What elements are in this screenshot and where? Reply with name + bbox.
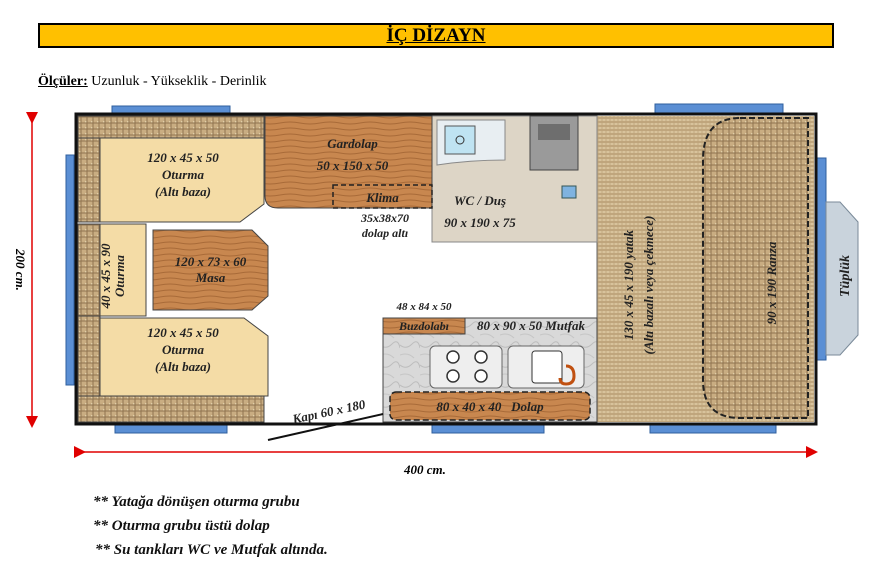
window-top-right bbox=[654, 103, 784, 114]
vent-icon bbox=[561, 185, 577, 199]
seat-bottom bbox=[99, 317, 269, 397]
seat-bottom-label: 120 x 45 x 50 Oturma (Altı baza) bbox=[147, 325, 219, 374]
fridge-label: Buzdolabı bbox=[398, 319, 449, 333]
table-label: 120 x 73 x 60 Masa bbox=[174, 254, 247, 285]
window-bottom-mid bbox=[431, 424, 545, 434]
overall-length: 400 cm. bbox=[404, 462, 446, 477]
window-left bbox=[65, 154, 75, 386]
door bbox=[267, 413, 384, 441]
note-1: ** Yatağa dönüşen oturma grubu bbox=[93, 494, 300, 510]
ac-unit bbox=[332, 184, 433, 209]
tube-box bbox=[825, 201, 859, 356]
page-title: İÇ DİZAYN bbox=[38, 23, 834, 48]
cabinet-label: 80 x 40 x 40 Dolap bbox=[436, 399, 544, 414]
sink-icon bbox=[444, 125, 476, 155]
dimensions-legend: Ölçüler: Uzunluk - Yükseklik - Derinlik bbox=[38, 74, 267, 90]
cabinet bbox=[389, 391, 591, 421]
fridge-size-label: 48 x 84 x 50 bbox=[396, 301, 452, 313]
window-bottom-left bbox=[114, 424, 228, 434]
tube-label: Tüplük bbox=[838, 255, 853, 298]
ac-size-label: 35x38x70 dolap altı bbox=[361, 211, 409, 240]
dimensions-text: Uzunluk - Yükseklik - Derinlik bbox=[91, 74, 267, 89]
stove-icon bbox=[429, 345, 503, 389]
dimensions-label: Ölçüler: bbox=[38, 74, 88, 89]
faucet-icon bbox=[558, 364, 576, 386]
bed-label: 130 x 45 x 190 yatak (Altı bazalı veya ç… bbox=[621, 215, 656, 355]
kitchen-label: 80 x 90 x 50 Mutfak bbox=[477, 318, 585, 333]
window-right bbox=[816, 157, 827, 361]
overall-height: 200 cm. bbox=[13, 249, 28, 291]
ac-label: Klima bbox=[366, 190, 399, 205]
seat-top-label: 120 x 45 x 50 Oturma (Altı baza) bbox=[147, 150, 219, 199]
seat-top bbox=[99, 137, 265, 223]
fridge bbox=[382, 317, 466, 335]
bunk-label: 90 x 190 Ranza bbox=[764, 241, 779, 325]
seat-side-label: 40 x 45 x 90 Oturma bbox=[98, 243, 127, 309]
wc-label: WC / Duş 90 x 190 x 75 bbox=[444, 193, 516, 230]
note-2: ** Oturma grubu üstü dolap bbox=[93, 518, 270, 534]
seat-side bbox=[99, 223, 147, 317]
bunk-bed bbox=[702, 117, 809, 419]
wardrobe-label: Gardolap 50 x 150 x 50 bbox=[316, 136, 389, 173]
note-3: ** Su tankları WC ve Mutfak altında. bbox=[95, 542, 328, 558]
table bbox=[152, 229, 269, 311]
